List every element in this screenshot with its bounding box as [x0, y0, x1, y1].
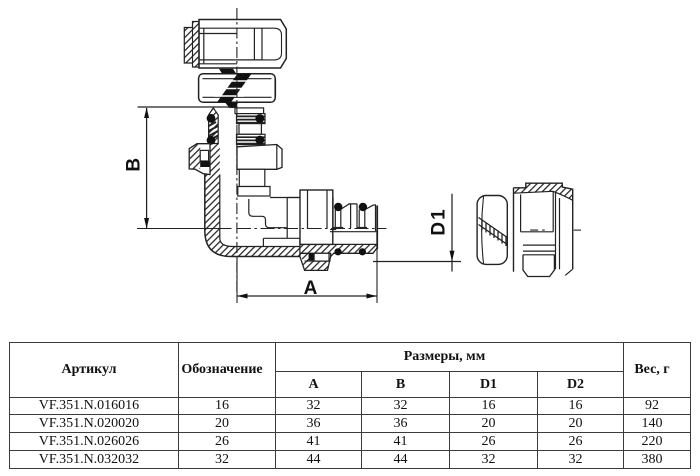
svg-text:D1: D1 — [428, 207, 449, 235]
svg-text:B: B — [124, 158, 145, 172]
svg-text:A: A — [304, 278, 318, 299]
